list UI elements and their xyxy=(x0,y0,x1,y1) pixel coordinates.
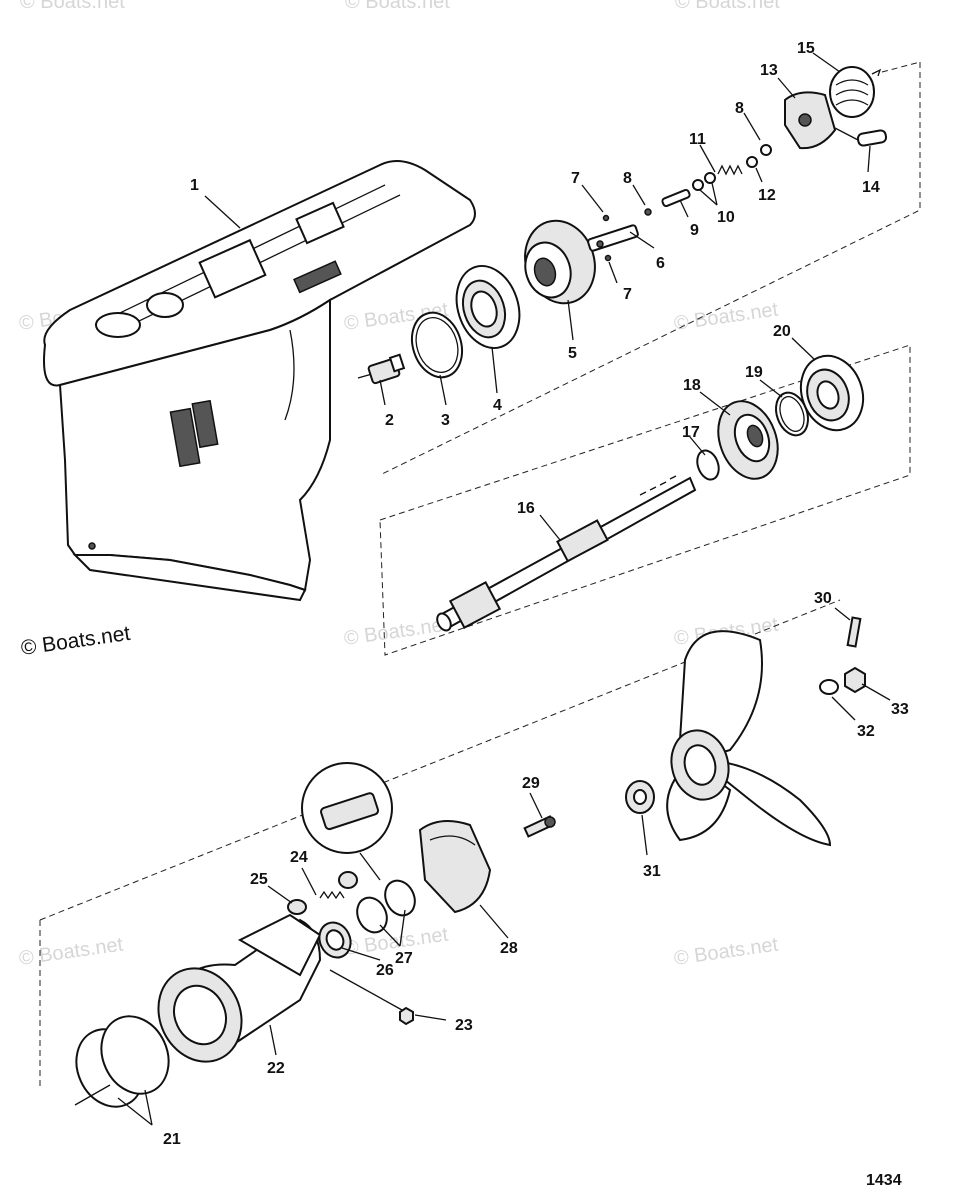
callout-21: 21 xyxy=(163,1131,181,1148)
shift-cam-assembly xyxy=(784,66,888,150)
o-rings-21 xyxy=(74,1015,170,1108)
lower-boundary xyxy=(39,599,841,1090)
watermark: © Boats.net xyxy=(343,614,450,650)
bearing-4 xyxy=(455,264,521,350)
callout-31: 31 xyxy=(643,863,661,880)
callout-9: 9 xyxy=(690,222,699,239)
detail-inset xyxy=(301,762,393,881)
callout-24: 24 xyxy=(290,849,308,866)
anode-28 xyxy=(418,820,492,914)
callout-28: 28 xyxy=(500,940,518,957)
watermark: © Boats.net xyxy=(20,0,125,13)
propeller-shaft xyxy=(436,475,697,632)
callout-26: 26 xyxy=(376,962,394,979)
callout-29: 29 xyxy=(522,775,540,792)
shift-shaft xyxy=(587,214,639,262)
watermark: © Boats.net xyxy=(673,934,780,970)
callout-19: 19 xyxy=(745,364,763,381)
callout-18: 18 xyxy=(683,377,701,394)
watermark: © Boats.net xyxy=(675,0,780,13)
callout-11: 11 xyxy=(689,131,706,148)
seals-27 xyxy=(356,879,416,934)
bolt-24 xyxy=(319,871,358,900)
callout-5: 5 xyxy=(568,345,577,362)
callout-13: 13 xyxy=(760,62,778,79)
detent-ball-7a xyxy=(602,214,610,222)
forward-gear xyxy=(717,400,779,480)
callout-4: 4 xyxy=(493,397,502,414)
callout-8b: 8 xyxy=(735,100,744,117)
callout-labels: 1 2 3 4 5 6 7 7 8 8 9 10 11 12 13 14 15 … xyxy=(163,40,909,1148)
gear-housing xyxy=(43,160,476,602)
copyright-notice: © Boats.net xyxy=(19,622,131,660)
nut-23 xyxy=(329,969,414,1026)
callout-30: 30 xyxy=(814,590,832,607)
callout-15: 15 xyxy=(797,40,815,57)
watermark: © Boats.net xyxy=(345,0,450,13)
shift-small-parts xyxy=(644,144,772,216)
callout-1: 1 xyxy=(190,177,199,194)
callout-8a: 8 xyxy=(623,170,632,187)
callout-25: 25 xyxy=(250,871,268,888)
sensor-plug xyxy=(357,353,406,385)
callout-2: 2 xyxy=(385,412,394,429)
callout-12: 12 xyxy=(758,187,776,204)
callout-17: 17 xyxy=(682,424,700,441)
upper-boundary-top xyxy=(881,61,921,73)
callout-7a: 7 xyxy=(571,170,580,187)
washer-25 xyxy=(287,899,307,915)
screw-29 xyxy=(523,815,556,838)
thrust-washer xyxy=(696,449,720,481)
figure-number: 1434 xyxy=(866,1172,902,1189)
detent-ball-7b xyxy=(604,254,612,262)
tapered-bearing xyxy=(799,354,865,432)
callout-14: 14 xyxy=(862,179,880,196)
callout-16: 16 xyxy=(517,500,535,517)
callout-32: 32 xyxy=(857,723,875,740)
callout-27: 27 xyxy=(395,950,413,967)
leader-lines xyxy=(117,52,891,1126)
callout-33: 33 xyxy=(891,701,909,718)
watermark: © Boats.net xyxy=(673,299,780,335)
callout-23: 23 xyxy=(455,1017,473,1034)
o-ring xyxy=(411,311,463,379)
pinion-gear xyxy=(524,219,596,305)
bearing-carrier xyxy=(157,913,322,1063)
prop-hardware xyxy=(819,616,866,695)
propeller xyxy=(666,630,832,847)
callout-6: 6 xyxy=(656,255,665,272)
thrust-hub xyxy=(625,780,655,814)
callout-3: 3 xyxy=(441,412,450,429)
callout-7b: 7 xyxy=(623,286,632,303)
watermark: © Boats.net xyxy=(18,934,125,970)
callout-20: 20 xyxy=(773,323,791,340)
callout-10: 10 xyxy=(717,209,735,226)
callout-22: 22 xyxy=(267,1060,285,1077)
